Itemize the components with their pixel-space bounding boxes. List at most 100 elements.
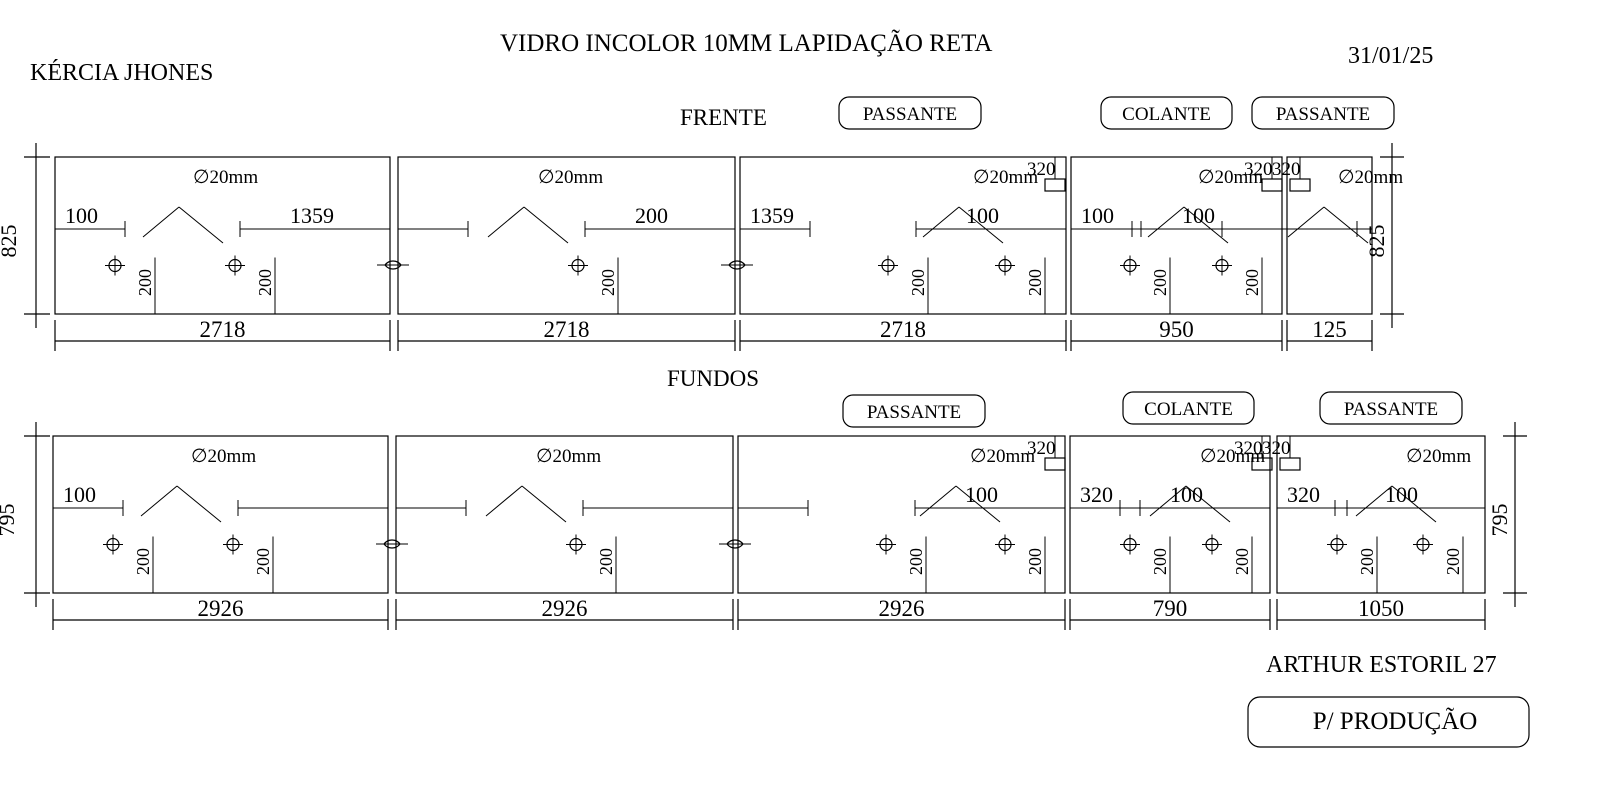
status-badge-box xyxy=(1247,696,1530,748)
hole-marker xyxy=(1202,534,1222,555)
vertical-offset-label: 200 xyxy=(255,269,275,296)
vertical-offset-label: 200 xyxy=(135,269,155,296)
status-badge-text: P/ PRODUÇÃO xyxy=(1313,707,1478,735)
hole-diameter-label: ∅20mm xyxy=(538,167,603,188)
hinge-label-text: COLANTE xyxy=(1122,104,1211,125)
panel-height-label-right: 825 xyxy=(1364,225,1389,258)
panel-outline xyxy=(737,435,1066,594)
hinge-label-text: PASSANTE xyxy=(863,104,957,125)
hole-marker xyxy=(566,534,586,555)
drill-diagonal xyxy=(1183,206,1229,244)
hole-diameter-label: ∅20mm xyxy=(1406,446,1471,467)
drill-diagonal xyxy=(955,485,1001,523)
hinge-type-badge: PASSANTE xyxy=(1319,391,1463,425)
horizontal-dim-label: 320 xyxy=(1080,482,1113,507)
hole-diameter-label: ∅20mm xyxy=(191,446,256,467)
horizontal-dim-label: 1359 xyxy=(750,203,794,228)
panel-outline xyxy=(1276,435,1486,594)
horizontal-dim-label: 100 xyxy=(966,203,999,228)
vertical-offset-label: 200 xyxy=(1357,548,1377,575)
hinge-offset-label: 320 xyxy=(1272,159,1301,180)
drill-diagonal xyxy=(178,206,224,244)
panel-outline xyxy=(395,435,734,594)
horizontal-dim-label: 100 xyxy=(965,482,998,507)
hinge-type-badge: COLANTE xyxy=(1100,96,1233,130)
order-date: 31/01/25 xyxy=(1348,43,1434,69)
hinge-label-box xyxy=(1251,96,1395,130)
hinge-type-badge: PASSANTE xyxy=(838,96,982,130)
hole-diameter-label: ∅20mm xyxy=(970,446,1035,467)
panel-width-label: 950 xyxy=(1159,317,1194,342)
hinge-type-badge: PASSANTE xyxy=(842,394,986,428)
panel-outline xyxy=(739,156,1067,315)
hinge-type-badge: COLANTE xyxy=(1122,391,1255,425)
hinge-label-box xyxy=(842,394,986,428)
vertical-offset-label: 200 xyxy=(1150,269,1170,296)
panel-outline xyxy=(397,156,736,315)
vertical-offset-label: 200 xyxy=(1025,548,1045,575)
vertical-offset-label: 200 xyxy=(133,548,153,575)
drill-diagonal xyxy=(1355,485,1393,517)
drill-diagonal xyxy=(919,485,957,517)
panel-width-label: 2718 xyxy=(544,317,590,342)
hole-diameter-label: ∅20mm xyxy=(193,167,258,188)
drill-diagonal xyxy=(1391,485,1437,523)
hinge-label-text: PASSANTE xyxy=(1276,104,1370,125)
hole-marker xyxy=(1413,534,1433,555)
hinge-label-box xyxy=(1100,96,1233,130)
row-title: FRENTE xyxy=(680,105,767,130)
drill-diagonal xyxy=(1287,206,1325,238)
drill-diagonal xyxy=(1323,206,1369,244)
panel-outline xyxy=(1070,156,1283,315)
client-name: KÉRCIA JHONES xyxy=(30,60,214,86)
hinge-offset-label: 320 xyxy=(1027,438,1056,459)
drill-diagonal xyxy=(176,485,222,523)
panel-width-label: 2926 xyxy=(879,596,925,621)
hinge-cutout xyxy=(1289,178,1311,192)
hinge-cutout xyxy=(1044,457,1066,471)
hole-marker xyxy=(1212,255,1232,276)
panel-width-label: 790 xyxy=(1153,596,1188,621)
panel-height-label: 795 xyxy=(0,504,19,537)
panel-width-label: 2718 xyxy=(880,317,926,342)
hole-diameter-label: ∅20mm xyxy=(973,167,1038,188)
drill-diagonal xyxy=(1147,206,1185,238)
hinge-offset-label: 320 xyxy=(1244,159,1273,180)
hole-marker xyxy=(225,255,245,276)
hole-marker xyxy=(878,255,898,276)
hole-marker xyxy=(995,534,1015,555)
hole-marker xyxy=(568,255,588,276)
job-address: ARTHUR ESTORIL 27 xyxy=(1266,652,1497,678)
hole-marker xyxy=(103,534,123,555)
hole-marker xyxy=(1327,534,1347,555)
hinge-offset-label: 320 xyxy=(1234,438,1263,459)
drill-diagonal xyxy=(142,206,180,238)
panel-outline xyxy=(54,156,391,315)
drill-diagonal xyxy=(140,485,178,517)
vertical-offset-label: 200 xyxy=(1443,548,1463,575)
vertical-offset-label: 200 xyxy=(908,269,928,296)
hole-diameter-label: ∅20mm xyxy=(1338,167,1403,188)
glass-panel: 125 ∅20mm 320 xyxy=(1221,156,1403,351)
row-title: FUNDOS xyxy=(667,366,759,391)
drill-diagonal xyxy=(485,485,523,517)
hinge-label-box xyxy=(1319,391,1463,425)
hole-marker xyxy=(876,534,896,555)
hole-marker xyxy=(1120,534,1140,555)
drill-diagonal xyxy=(1185,485,1231,523)
hole-diameter-label: ∅20mm xyxy=(536,446,601,467)
drill-diagonal xyxy=(523,206,569,244)
drill-diagonal xyxy=(1149,485,1187,517)
hinge-offset-label: 320 xyxy=(1027,159,1056,180)
panel-width-label: 125 xyxy=(1312,317,1347,342)
horizontal-dim-label: 100 xyxy=(1182,203,1215,228)
hole-marker xyxy=(1120,255,1140,276)
panel-outline xyxy=(1286,156,1373,315)
horizontal-dim-label: 100 xyxy=(1170,482,1203,507)
hinge-cutout xyxy=(1279,457,1301,471)
